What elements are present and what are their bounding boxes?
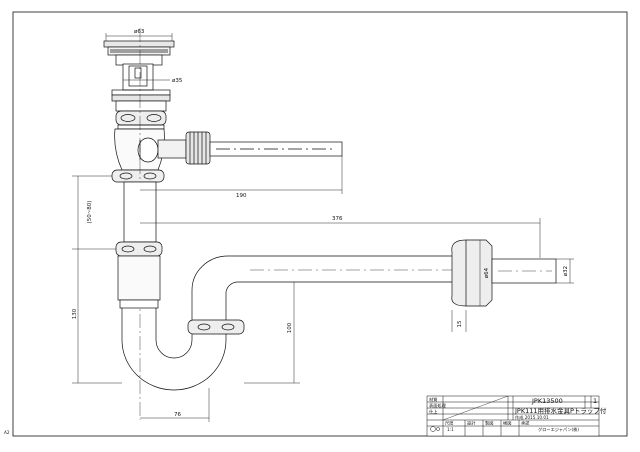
tb-part-name: JPK111用排水金具Pトラップ付 xyxy=(514,406,607,415)
title-block xyxy=(426,395,600,437)
tb-draw: 製図 xyxy=(485,420,493,427)
paper-size-label: A2 xyxy=(4,430,10,435)
tb-finish-label: 仕上 xyxy=(429,408,437,415)
tb-check: 検図 xyxy=(503,420,511,427)
dimension-lines xyxy=(72,33,574,422)
dim-15: 15 xyxy=(457,320,463,327)
dim-d64: ø64 xyxy=(484,267,490,278)
tb-sheet: 1 xyxy=(593,397,597,405)
dim-376: 376 xyxy=(332,216,343,222)
waste-head xyxy=(103,40,343,183)
dim-76: 76 xyxy=(174,412,181,418)
dim-50-80: (50~80) xyxy=(87,201,93,224)
tb-scale: 1:1 xyxy=(447,427,454,432)
drawing-frame xyxy=(12,11,628,437)
tb-approve: 承認 xyxy=(521,420,530,427)
tb-surface-label: 表面処理 xyxy=(429,402,447,409)
dim-d32: ø32 xyxy=(563,266,569,276)
dim-d35: ø35 xyxy=(172,78,183,84)
tb-drawing-no: JPK13500 xyxy=(531,397,563,405)
p-trap xyxy=(115,181,557,391)
dim-d63: ø63 xyxy=(134,29,145,35)
tb-scale-label: 尺度 xyxy=(445,420,454,427)
dim-130: 130 xyxy=(72,308,78,319)
tb-material-label: 材質 xyxy=(429,396,437,403)
tb-date: 作成 2015.10.01 xyxy=(515,414,549,421)
tb-design: 設計 xyxy=(467,420,475,427)
tb-company: グローエジャパン(株) xyxy=(538,426,579,433)
dim-100: 100 xyxy=(287,322,293,333)
dim-190: 190 xyxy=(236,193,247,199)
